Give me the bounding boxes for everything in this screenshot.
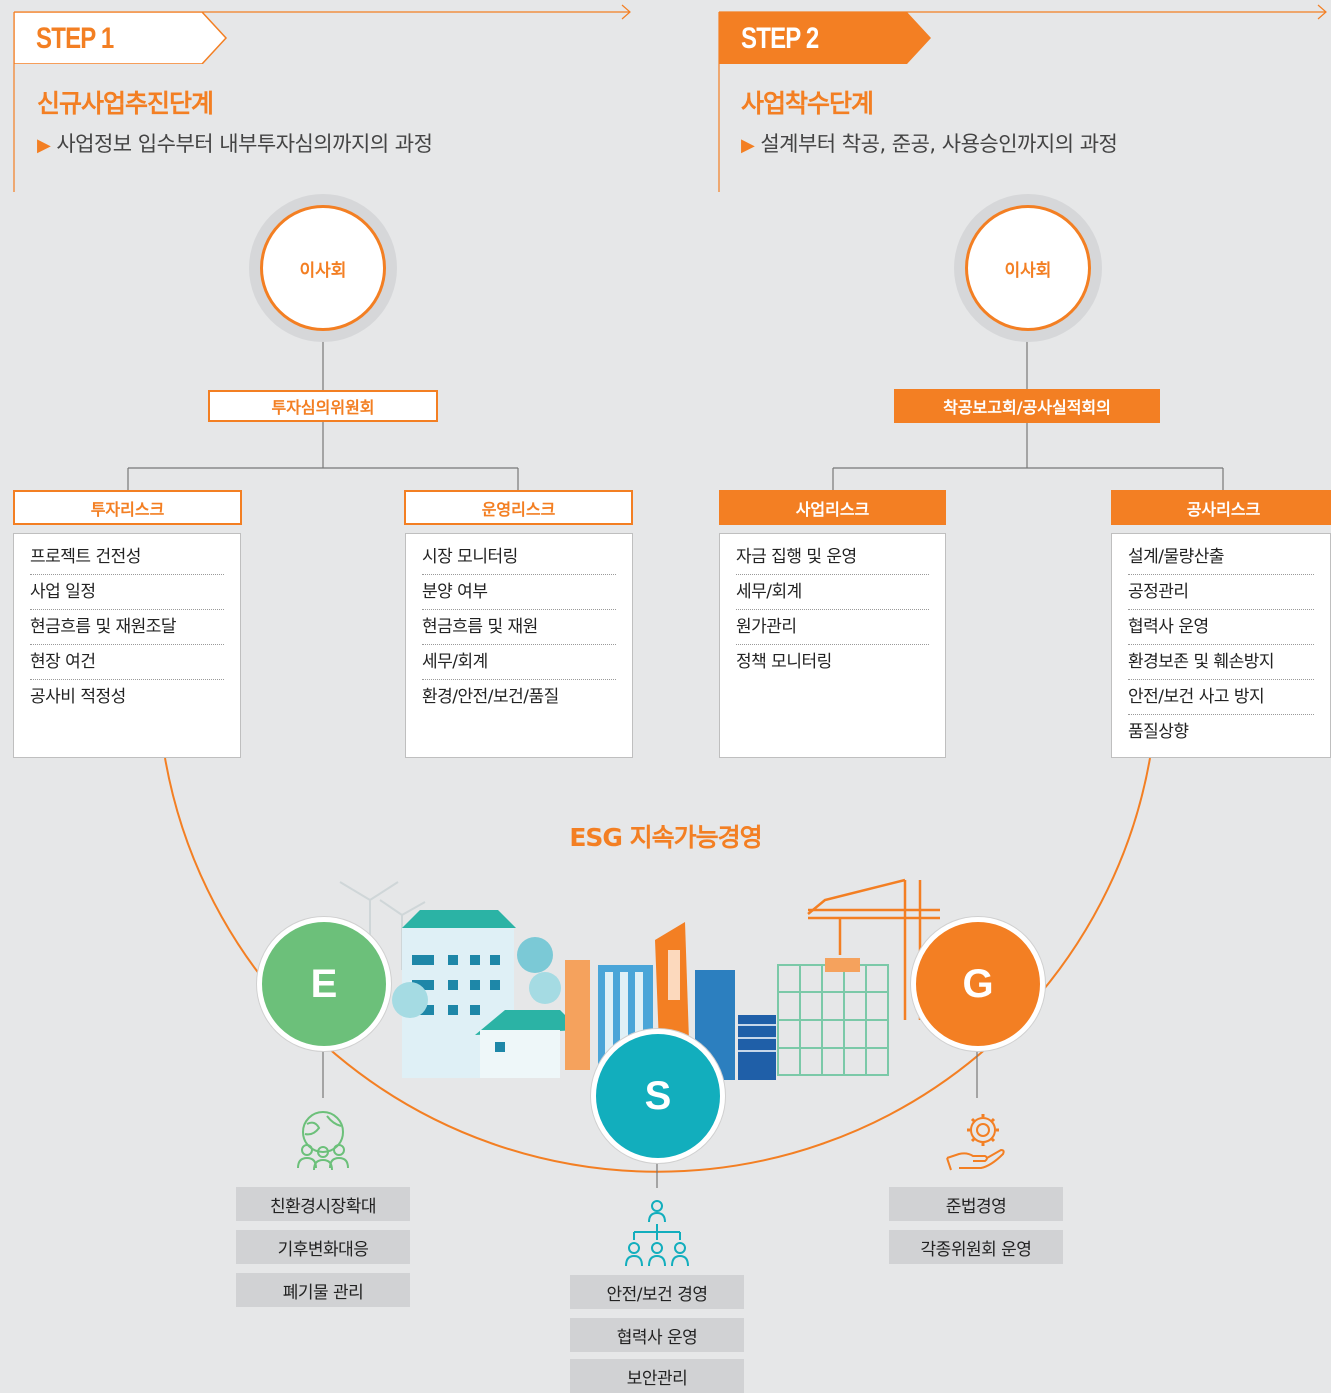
step2-left-risk-title: 사업리스크 [719,490,946,525]
list-item: 정책 모니터링 [736,652,832,672]
step1-right-risk-title: 운영리스크 [404,490,633,525]
list-item: 공정관리 [1128,575,1314,610]
step2-label: STEP 2 [741,22,819,55]
step1-desc: ▶사업정보 입수부터 내부투자심의까지의 과정 [37,132,433,156]
esg-e-circle: E [257,917,391,1051]
step1-title: 신규사업추진단계 [37,89,214,118]
step1-committee: 투자심의위원회 [208,390,438,422]
esg-s-item: 안전/보건 경영 [570,1275,744,1309]
esg-g-item: 준법경영 [889,1187,1063,1221]
list-item: 설계/물량산출 [1128,540,1314,575]
esg-e-item: 기후변화대응 [236,1230,410,1264]
esg-s-circle: S [591,1029,725,1163]
list-item: 품질상향 [1128,722,1189,742]
list-item: 안전/보건 사고 방지 [1128,680,1314,715]
gear-hand-icon [946,1114,1005,1171]
step2-title: 사업착수단계 [741,89,874,118]
list-item: 세무/회계 [736,575,929,610]
list-item: 사업 일정 [30,575,224,610]
step2-left-risk-list: 자금 집행 및 운영 세무/회계 원가관리 정책 모니터링 [719,533,946,758]
esg-title: ESG 지속가능경영 [569,823,762,852]
list-item: 프로젝트 건전성 [30,540,224,575]
step1-left-risk-list: 프로젝트 건전성 사업 일정 현금흐름 및 재원조달 현장 여건 공사비 적정성 [13,533,241,758]
step2-board-label: 이사회 [965,205,1091,331]
list-item: 환경보존 및 훼손방지 [1128,645,1314,680]
esg-e-item: 폐기물 관리 [236,1273,410,1307]
step2-right-risk-title: 공사리스크 [1111,490,1331,525]
step1-left-risk-title: 투자리스크 [13,490,242,525]
esg-s-item: 협력사 운영 [570,1318,744,1352]
list-item: 현금흐름 및 재원 [422,610,616,645]
esg-g-circle: G [911,917,1045,1051]
list-item: 공사비 적정성 [30,687,126,707]
list-item: 원가관리 [736,610,929,645]
step2-tag: STEP 2 [719,12,934,64]
globe-people-icon [297,1111,349,1171]
list-item: 자금 집행 및 운영 [736,540,929,575]
step2-board-node: 이사회 [954,194,1102,342]
esg-e-item: 친환경시장확대 [236,1187,410,1221]
step2-right-risk-list: 설계/물량산출 공정관리 협력사 운영 환경보존 및 훼손방지 안전/보건 사고… [1111,533,1331,758]
step1-tag: STEP 1 [14,12,229,64]
step1-right-risk-list: 시장 모니터링 분양 여부 현금흐름 및 재원 세무/회계 환경/안전/보건/품… [405,533,633,758]
list-item: 현장 여건 [30,645,224,680]
list-item: 협력사 운영 [1128,610,1314,645]
esg-g-item: 각종위원회 운영 [889,1230,1063,1264]
list-item: 환경/안전/보건/품질 [422,687,559,707]
step2-desc: ▶설계부터 착공, 준공, 사용승인까지의 과정 [741,132,1118,156]
step2-committee: 착공보고회/공사실적회의 [894,389,1160,423]
triangle-icon: ▶ [37,135,51,156]
list-item: 현금흐름 및 재원조달 [30,610,224,645]
list-item: 시장 모니터링 [422,540,616,575]
org-chart-icon [625,1200,689,1267]
triangle-icon: ▶ [741,135,755,156]
list-item: 세무/회계 [422,645,616,680]
step1-label: STEP 1 [36,22,114,55]
esg-s-item: 보안관리 [570,1359,744,1393]
list-item: 분양 여부 [422,575,616,610]
step1-board-label: 이사회 [260,205,386,331]
step1-board-node: 이사회 [249,194,397,342]
